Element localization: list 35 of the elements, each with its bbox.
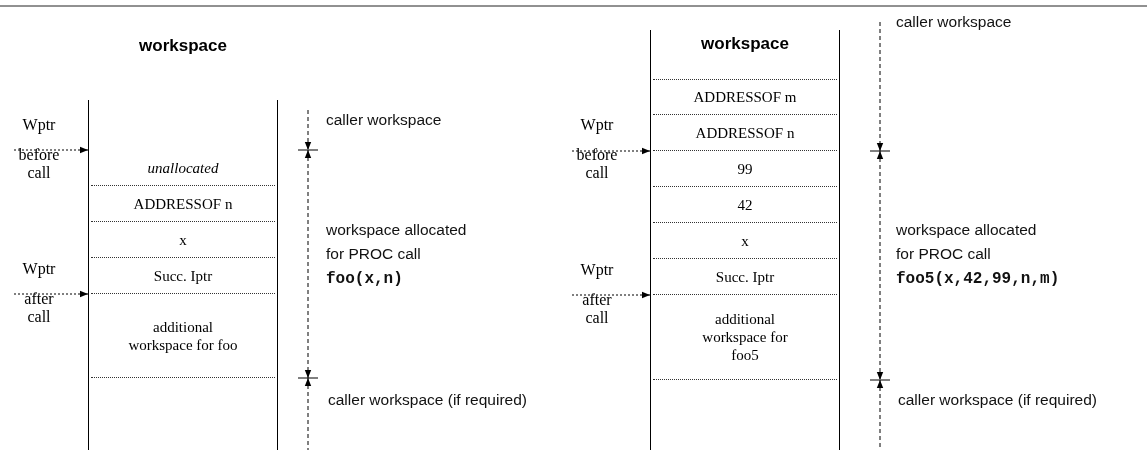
memory-cell: 42 xyxy=(653,187,837,223)
memory-cell: Succ. Iptr xyxy=(653,259,837,295)
pointer-arrow xyxy=(571,147,651,155)
annotation-label: workspace allocated for PROC call xyxy=(326,220,468,264)
code-label: foo5(x,42,99,n,m) xyxy=(896,269,1061,290)
memory-cell: unallocated xyxy=(91,150,275,186)
annotation-label: workspace allocated for PROC call xyxy=(896,220,1038,264)
pointer-arrow xyxy=(13,290,89,298)
memory-cell: additional workspace for foo xyxy=(91,294,275,378)
column-heading: workspace xyxy=(700,34,790,54)
annotation-label: caller workspace (if required) xyxy=(328,390,528,410)
pointer-label: Wptr xyxy=(579,116,615,134)
memory-cell: 99 xyxy=(653,151,837,187)
memory-cell: Succ. Iptr xyxy=(91,258,275,294)
memory-cell: x xyxy=(653,223,837,259)
memory-cell: ADDRESSOF m xyxy=(653,79,837,115)
pointer-arrow xyxy=(571,291,651,299)
code-label: foo(x,n) xyxy=(326,269,404,290)
pointer-arrow xyxy=(13,146,89,154)
pointer-note: after call xyxy=(581,291,613,327)
memory-cell: x xyxy=(91,222,275,258)
pointer-note: after call xyxy=(23,290,55,326)
annotation-label: caller workspace (if required) xyxy=(898,390,1098,410)
memory-stack xyxy=(650,30,840,450)
memory-cell: additional workspace for foo5 xyxy=(653,295,837,380)
column-heading: workspace xyxy=(138,36,228,56)
pointer-label: Wptr xyxy=(579,261,615,279)
memory-cell: ADDRESSOF n xyxy=(91,186,275,222)
pointer-label: Wptr xyxy=(21,116,57,134)
pointer-label: Wptr xyxy=(21,260,57,278)
pointer-note: before call xyxy=(17,146,61,182)
annotation-label: caller workspace xyxy=(896,12,1013,32)
memory-cell: ADDRESSOF n xyxy=(653,115,837,151)
annotation-label: caller workspace xyxy=(326,110,443,130)
pointer-note: before call xyxy=(575,146,619,182)
